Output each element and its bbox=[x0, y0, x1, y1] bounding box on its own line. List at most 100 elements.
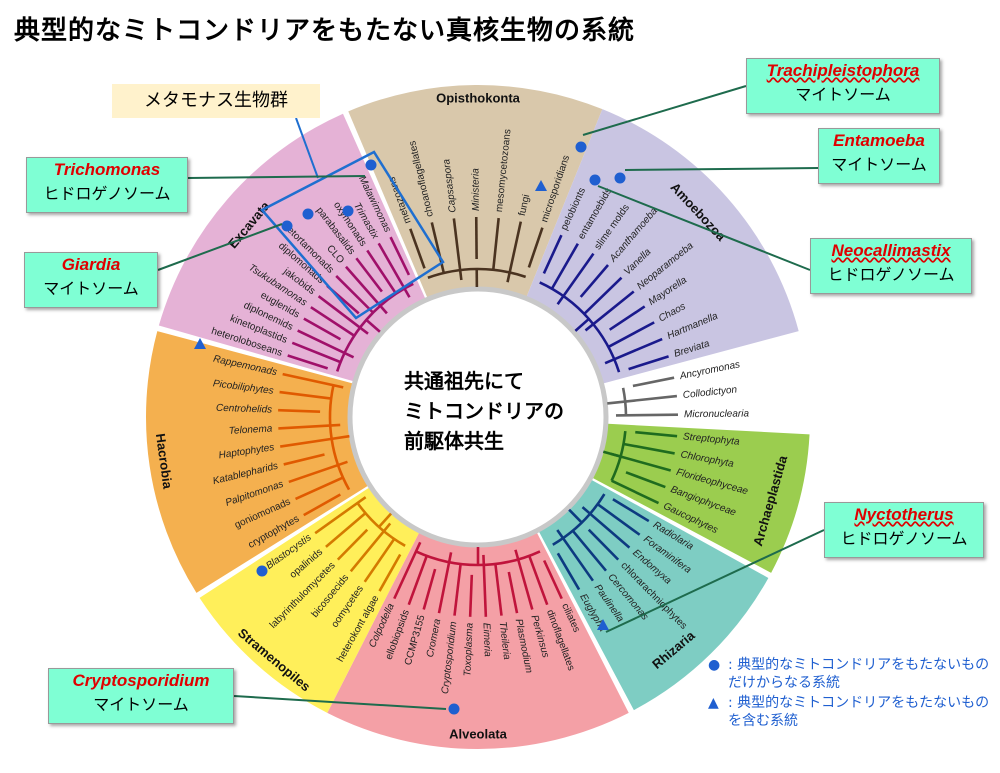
callout-giardia: Giardia マイトソーム bbox=[24, 252, 158, 308]
callout-organism: Trachipleistophora bbox=[766, 61, 920, 80]
metamonada-pointer bbox=[295, 117, 319, 179]
callout-organism: Entamoeba bbox=[833, 131, 925, 150]
center-line: ミトコンドリアの bbox=[404, 399, 564, 423]
lineage-circle-marker bbox=[614, 172, 626, 184]
legend-item: ● : 典型的なミトコンドリアをもたないものだけからなる系統 bbox=[708, 656, 998, 692]
callout-kind: ヒドロゲノソーム bbox=[827, 265, 955, 284]
branch bbox=[612, 498, 650, 523]
branch-stem bbox=[602, 450, 621, 458]
branch bbox=[494, 563, 503, 616]
branch bbox=[625, 394, 678, 403]
root-ring bbox=[347, 286, 609, 548]
clade-sector bbox=[348, 84, 603, 298]
lineage-circle-marker bbox=[302, 208, 314, 220]
taxon-label: Telonema bbox=[229, 423, 274, 436]
callout-connector bbox=[187, 175, 366, 179]
branch-stem bbox=[331, 434, 350, 441]
branch bbox=[287, 354, 329, 370]
callout-kind: マイトソーム bbox=[831, 155, 927, 174]
branch bbox=[278, 408, 321, 413]
branch bbox=[291, 341, 342, 364]
branch bbox=[279, 390, 332, 400]
lineage-circle-marker bbox=[365, 159, 377, 171]
callout-kind: マイトソーム bbox=[93, 695, 189, 714]
branch bbox=[314, 496, 367, 535]
taxon-label: Ancyromonas bbox=[678, 359, 741, 382]
callout-organism: Neocallimastix bbox=[831, 241, 951, 260]
branch bbox=[303, 493, 341, 517]
callout-kind: ヒドロゲノソーム bbox=[43, 184, 171, 203]
triangle-icon: ▲ bbox=[708, 695, 719, 711]
branch-stem bbox=[568, 508, 583, 524]
branch bbox=[363, 538, 396, 583]
branch bbox=[623, 442, 675, 455]
clade-name: Opisthokonta bbox=[436, 90, 521, 105]
branch bbox=[556, 552, 581, 591]
branch bbox=[335, 275, 374, 314]
branch-stem bbox=[365, 318, 381, 333]
branch bbox=[507, 571, 519, 614]
branch bbox=[280, 437, 332, 448]
taxon-label: Streptophyta bbox=[683, 431, 741, 447]
branch bbox=[491, 217, 500, 270]
lineage-circle-marker bbox=[256, 565, 268, 577]
branch bbox=[407, 555, 428, 606]
callout-trachipleistophora: Trachipleistophora マイトソーム bbox=[746, 58, 940, 114]
branch-arc bbox=[610, 431, 627, 482]
branch bbox=[294, 476, 344, 501]
lineage-circle-marker bbox=[281, 220, 293, 232]
callout-organism: Trichomonas bbox=[53, 160, 161, 179]
branch bbox=[635, 430, 678, 438]
branch bbox=[571, 529, 607, 572]
callout-kind: マイトソーム bbox=[795, 85, 891, 104]
lineage-circle-marker bbox=[589, 174, 601, 186]
taxon-label: Eimeria bbox=[480, 623, 492, 658]
callout-cryptosporidium: Cryptosporidium マイトソーム bbox=[48, 668, 234, 724]
branch bbox=[430, 222, 446, 274]
branch bbox=[283, 453, 325, 466]
branch bbox=[378, 553, 402, 592]
center-line: 前駆体共生 bbox=[404, 429, 504, 453]
branch-stem bbox=[574, 317, 590, 332]
branch bbox=[542, 234, 563, 274]
branch bbox=[632, 376, 675, 388]
legend: ● : 典型的なミトコンドリアをもたないものだけからなる系統 ▲ : 典型的なミ… bbox=[708, 656, 998, 730]
lineage-triangle-marker bbox=[194, 338, 206, 349]
branch bbox=[527, 227, 544, 268]
callout-connector bbox=[233, 695, 447, 710]
branch bbox=[528, 555, 549, 606]
taxon-label: Centrohelids bbox=[216, 403, 272, 416]
branch bbox=[579, 264, 610, 298]
callout-nyctotherus: Nyctotherus ヒドロゲノソーム bbox=[824, 502, 984, 558]
lineage-circle-marker bbox=[448, 703, 460, 715]
clade-sector bbox=[158, 113, 426, 382]
lineage-circle-marker bbox=[575, 141, 587, 153]
callout-kind: ヒドロゲノソーム bbox=[840, 529, 968, 548]
callout-organism: Cryptosporidium bbox=[72, 671, 210, 690]
branch bbox=[325, 512, 367, 548]
branch-stem bbox=[378, 512, 392, 528]
branch bbox=[628, 355, 669, 371]
branch bbox=[550, 243, 579, 290]
branch bbox=[310, 306, 356, 337]
metamonada-box bbox=[260, 150, 445, 320]
branch bbox=[596, 503, 641, 536]
branch bbox=[625, 471, 666, 489]
legend-item: ▲ : 典型的なミトコンドリアをもたないものを含む系統 bbox=[708, 694, 998, 730]
branch bbox=[389, 236, 411, 276]
taxon-label: Ministeria bbox=[470, 168, 481, 211]
lineage-triangle-marker bbox=[535, 180, 547, 191]
metamonada-label: メタモナス生物群 bbox=[112, 84, 320, 118]
taxon-label: Toxoplasma bbox=[462, 622, 475, 676]
callout-trichomonas: Trichomonas ヒドロゲノソーム bbox=[26, 157, 188, 213]
taxon-label: Theileria bbox=[497, 621, 512, 661]
branch bbox=[607, 321, 655, 349]
lineage-circle-marker bbox=[342, 205, 354, 217]
callout-connector bbox=[597, 185, 811, 271]
branch bbox=[611, 479, 660, 505]
branch bbox=[583, 276, 623, 315]
branch bbox=[366, 249, 398, 295]
callout-connector bbox=[157, 223, 283, 271]
circle-icon: ● bbox=[708, 657, 721, 673]
